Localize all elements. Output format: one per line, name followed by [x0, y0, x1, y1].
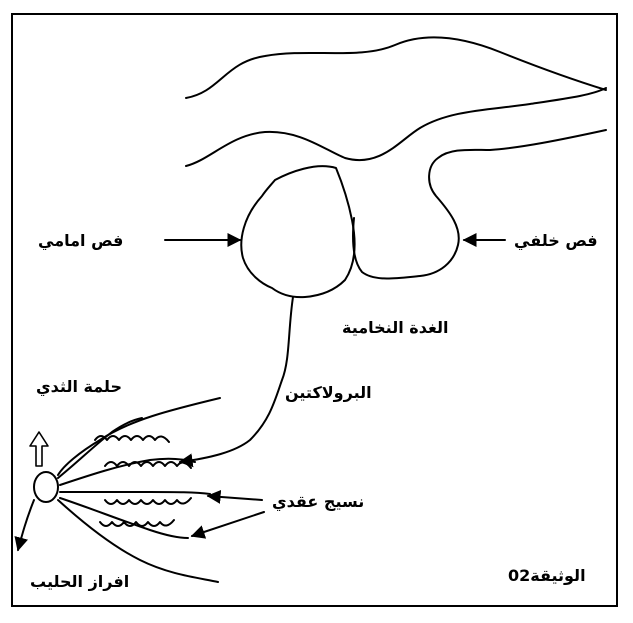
nipple-shape [33, 471, 59, 503]
posterior-lobe-outline [352, 129, 607, 280]
label-milk-secretion: افراز الحليب [30, 572, 130, 591]
arrow-glandular-2 [190, 511, 265, 539]
lobule-cluster-4 [99, 519, 175, 527]
arrow-glandular-1 [206, 489, 263, 504]
lobule-cluster-2 [104, 461, 192, 469]
duct-2 [59, 457, 196, 486]
duct-4 [59, 497, 189, 539]
label-anterior-lobe: فص امامي [38, 231, 124, 250]
anterior-lobe-outline [240, 165, 356, 299]
label-pituitary-gland: الغدة النخامية [342, 318, 449, 337]
label-glandular-tissue: نسيج عقدي [272, 492, 365, 511]
brain-outline-middle [185, 87, 607, 167]
lobule-cluster-1 [94, 435, 170, 443]
lobule-cluster-3 [104, 497, 192, 505]
label-prolactin: البرولاكتين [285, 383, 372, 402]
breast-lower-outline [57, 499, 219, 583]
pituitary-stalk [178, 296, 294, 468]
duct-3 [59, 490, 211, 495]
label-document: الوثيقة02 [508, 566, 586, 585]
duct-1 [57, 417, 143, 479]
brain-outline-top [185, 36, 607, 99]
diagram-frame [11, 13, 618, 607]
label-nipple: حلمة الثدي [36, 377, 122, 396]
milk-secretion-arrow [14, 499, 35, 552]
up-arrow-nipple [29, 431, 49, 467]
label-posterior-lobe: فص خلفي [514, 231, 598, 250]
